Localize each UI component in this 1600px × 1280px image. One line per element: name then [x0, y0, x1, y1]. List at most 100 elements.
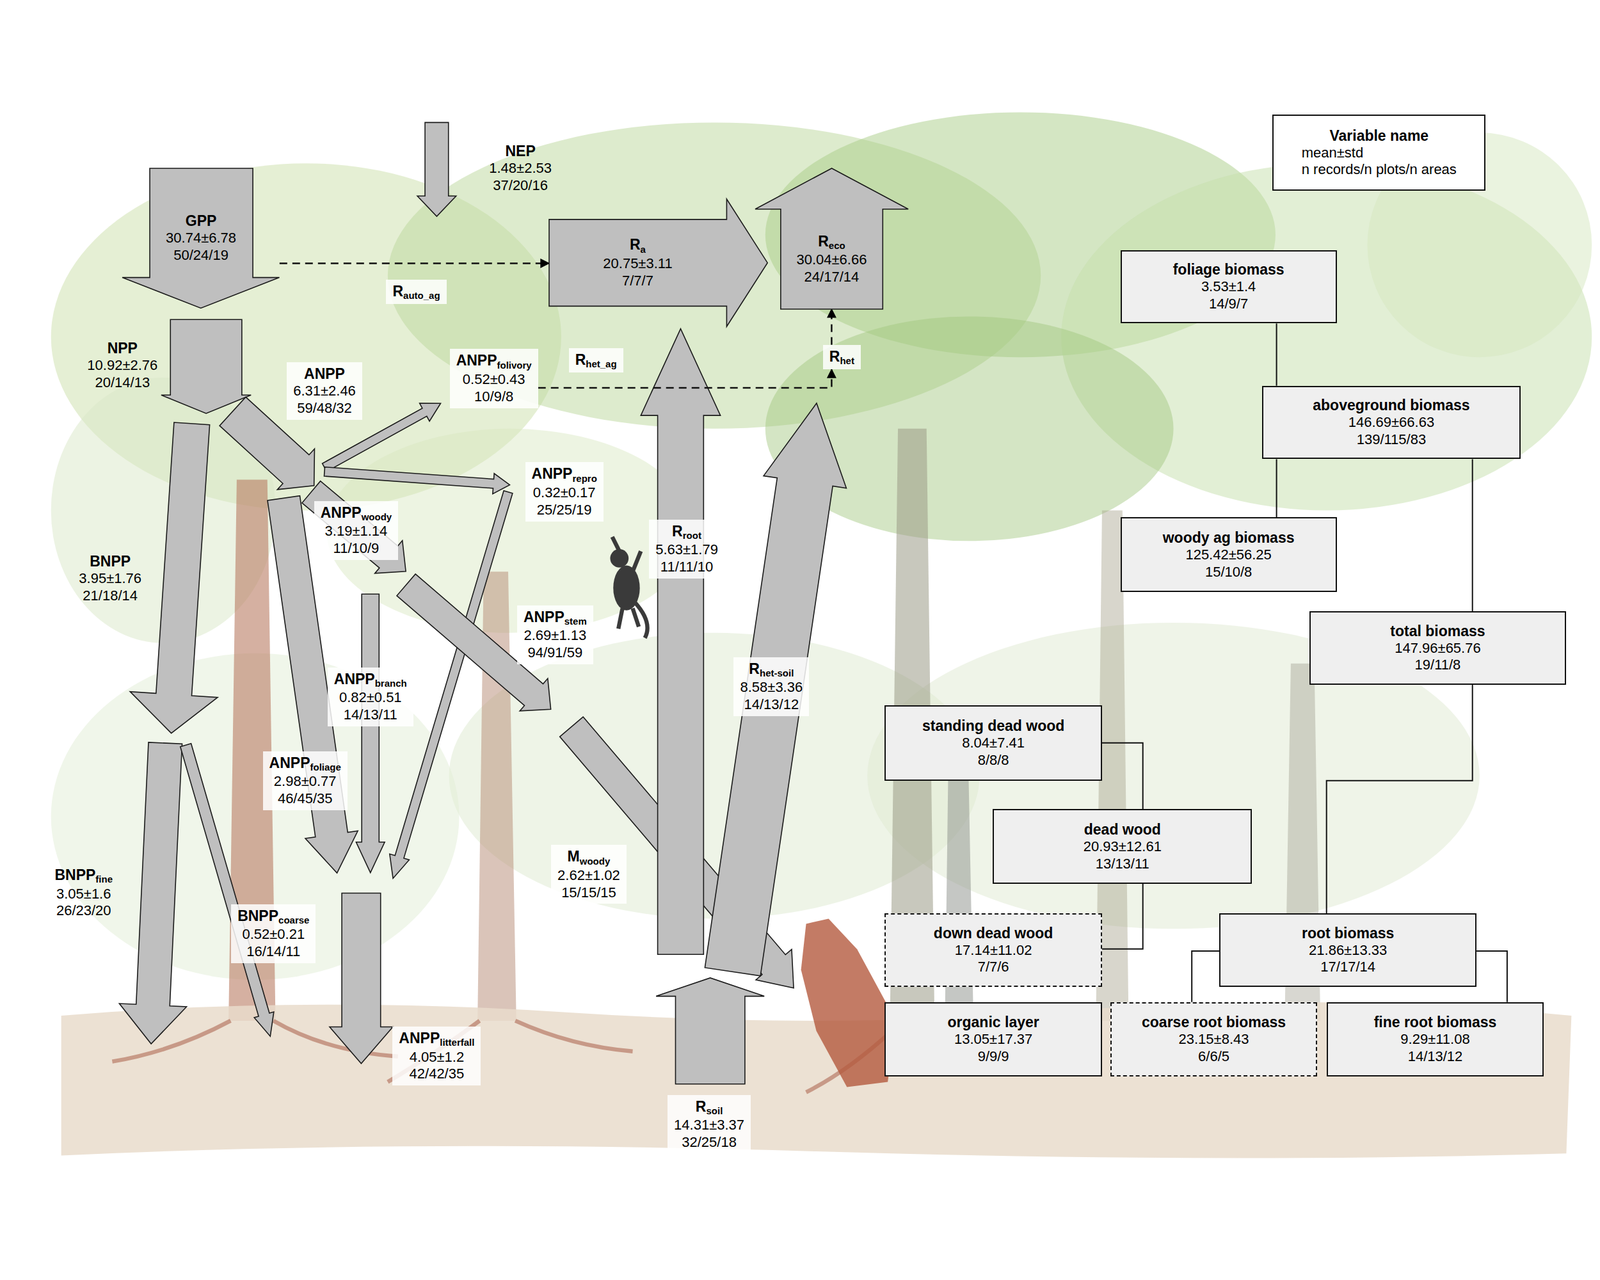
text-line: 20/14/13	[87, 374, 158, 392]
sample-counts: n records/n plots/n areas	[1301, 161, 1457, 178]
text-block: ANPPstem2.69±1.1394/91/59	[523, 608, 587, 662]
variable-name: aboveground biomass	[1312, 396, 1470, 414]
sample-counts: 14/13/12	[1408, 1048, 1464, 1065]
sample-counts: 10/9/8	[474, 388, 514, 405]
text-line: 10/9/8	[456, 388, 532, 406]
text-block: ANPPlitterfall4.05±1.242/42/35	[398, 1029, 475, 1083]
text-line: 8/8/8	[922, 752, 1065, 770]
variable-subscript: woody	[361, 511, 393, 523]
biomass-box: aboveground biomass146.69±66.63139/115/8…	[1262, 385, 1520, 460]
variable-subscript: soil	[705, 1105, 723, 1117]
variable-name: R	[829, 348, 841, 365]
text-line: fine root biomass	[1374, 1013, 1497, 1032]
text-line: aboveground biomass	[1312, 396, 1470, 415]
text-line: ANPPstem	[523, 608, 587, 628]
flux-arrow	[161, 319, 251, 414]
variable-name: BNPP	[89, 552, 131, 570]
mean-std-value: 13.05±17.37	[954, 1031, 1033, 1048]
variable-name: BNPP	[237, 907, 279, 925]
text-block: Variable namemean±stdn records/n plots/n…	[1301, 126, 1457, 180]
flux-arrow	[127, 420, 236, 736]
mean-std-value: 9.29±11.08	[1400, 1031, 1470, 1048]
text-line: ANPPbranch	[334, 670, 408, 690]
mean-std-value: 2.98±0.77	[273, 773, 337, 790]
text-block: standing dead wood8.04±7.418/8/8	[922, 716, 1065, 770]
text-line: 23.15±8.43	[1141, 1031, 1286, 1049]
text-line: 7/7/6	[933, 958, 1054, 976]
hierarchy-line	[1476, 951, 1508, 1003]
text-line: ANPPrepro	[531, 464, 598, 484]
flux-label: BNPPcoarse0.52±0.2116/14/11	[231, 904, 316, 964]
text-line: 5.63±1.79	[655, 541, 719, 559]
hierarchy-line	[1102, 743, 1144, 810]
text-line: 15/10/8	[1162, 563, 1295, 582]
variable-subscript: coarse	[278, 914, 310, 926]
variable-name: R	[392, 282, 404, 300]
hierarchy-line	[1191, 951, 1220, 1003]
text-line: 147.96±65.76	[1390, 640, 1485, 658]
mean-std-value: mean±std	[1301, 144, 1364, 161]
variable-name: total biomass	[1390, 622, 1485, 640]
sample-counts: 20/14/13	[95, 374, 151, 391]
text-block: BNPPcoarse0.52±0.2116/14/11	[237, 906, 310, 961]
variable-name: ANPP	[269, 754, 311, 772]
text-line: Rhet_ag	[575, 350, 617, 370]
text-line: 0.52±0.21	[237, 926, 310, 944]
text-line: 1.48±2.53	[488, 160, 552, 178]
text-block: ANPPrepro0.32±0.1725/25/19	[531, 464, 598, 519]
flux-label: Rroot5.63±1.7911/11/10	[648, 519, 725, 579]
sample-counts: 13/13/11	[1095, 855, 1150, 872]
variable-name: NEP	[504, 142, 536, 160]
mean-std-value: 20.93±12.61	[1083, 838, 1162, 855]
mean-std-value: 17.14±11.02	[954, 942, 1033, 959]
text-line: 0.82±0.51	[334, 689, 408, 707]
biomass-box: dead wood20.93±12.6113/13/11	[992, 808, 1252, 884]
text-line: 11/10/9	[320, 540, 392, 558]
text-line: 16/14/11	[237, 943, 310, 961]
variable-name: M	[567, 848, 580, 865]
text-line: 14/13/12	[1374, 1048, 1497, 1066]
sample-counts: 14/13/12	[744, 696, 800, 713]
biomass-box: coarse root biomass23.15±8.436/6/5	[1110, 1002, 1318, 1077]
text-line: 9.29±11.08	[1374, 1031, 1497, 1049]
sample-counts: 21/18/14	[82, 587, 138, 604]
text-line: total biomass	[1390, 622, 1485, 640]
flux-label: NPP10.92±2.7620/14/13	[84, 337, 160, 393]
text-block: Reco30.04±6.6624/17/14	[796, 191, 867, 287]
flux-arrow	[691, 396, 858, 978]
variable-name: ANPP	[398, 1029, 440, 1047]
monkey-limbs	[612, 536, 648, 639]
variable-name: woody ag biomass	[1162, 529, 1295, 546]
flux-label: BNPP3.95±1.7621/18/14	[76, 551, 144, 607]
mean-std-value: 4.05±1.2	[409, 1048, 464, 1065]
text-line: 2.69±1.13	[523, 627, 587, 645]
text-line: 3.19±1.14	[320, 522, 392, 541]
flux-arrow	[297, 475, 420, 588]
flux-label: ANPPstem2.69±1.1394/91/59	[517, 605, 594, 665]
text-line: 17/17/14	[1301, 958, 1394, 976]
text-line: 30.74±6.78	[165, 229, 237, 248]
variable-name: ANPP	[334, 670, 376, 688]
text-line: n records/n plots/n areas	[1301, 161, 1457, 179]
variable-subscript: eco	[828, 240, 846, 251]
variable-subscript: fine	[95, 873, 113, 885]
text-line: 14/13/12	[739, 696, 803, 714]
text-block: ANPPfoliage2.98±0.7746/45/35	[269, 753, 342, 808]
sample-counts: 11/10/9	[333, 540, 380, 557]
text-line: BNPPfine	[54, 865, 113, 886]
flux-arrow	[355, 593, 385, 873]
variable-name: coarse root biomass	[1141, 1013, 1286, 1031]
text-line: 139/115/83	[1312, 431, 1470, 449]
text-line: 14.31±3.37	[673, 1116, 745, 1135]
text-line: GPP	[165, 211, 237, 230]
legend-title: Variable name	[1329, 127, 1429, 144]
text-block: foliage biomass3.53±1.414/9/7	[1173, 260, 1285, 313]
variable-name: ANPP	[320, 504, 362, 521]
arrow-shape	[755, 168, 909, 310]
text-line: 20.75±3.11	[602, 255, 672, 273]
mean-std-value: 2.69±1.13	[523, 627, 587, 644]
biomass-box: standing dead wood8.04±7.418/8/8	[884, 705, 1103, 781]
biomass-box: root biomass21.86±13.3317/17/14	[1219, 913, 1477, 987]
text-line: 11/11/10	[655, 558, 719, 576]
text-line: 0.52±0.43	[456, 371, 532, 389]
